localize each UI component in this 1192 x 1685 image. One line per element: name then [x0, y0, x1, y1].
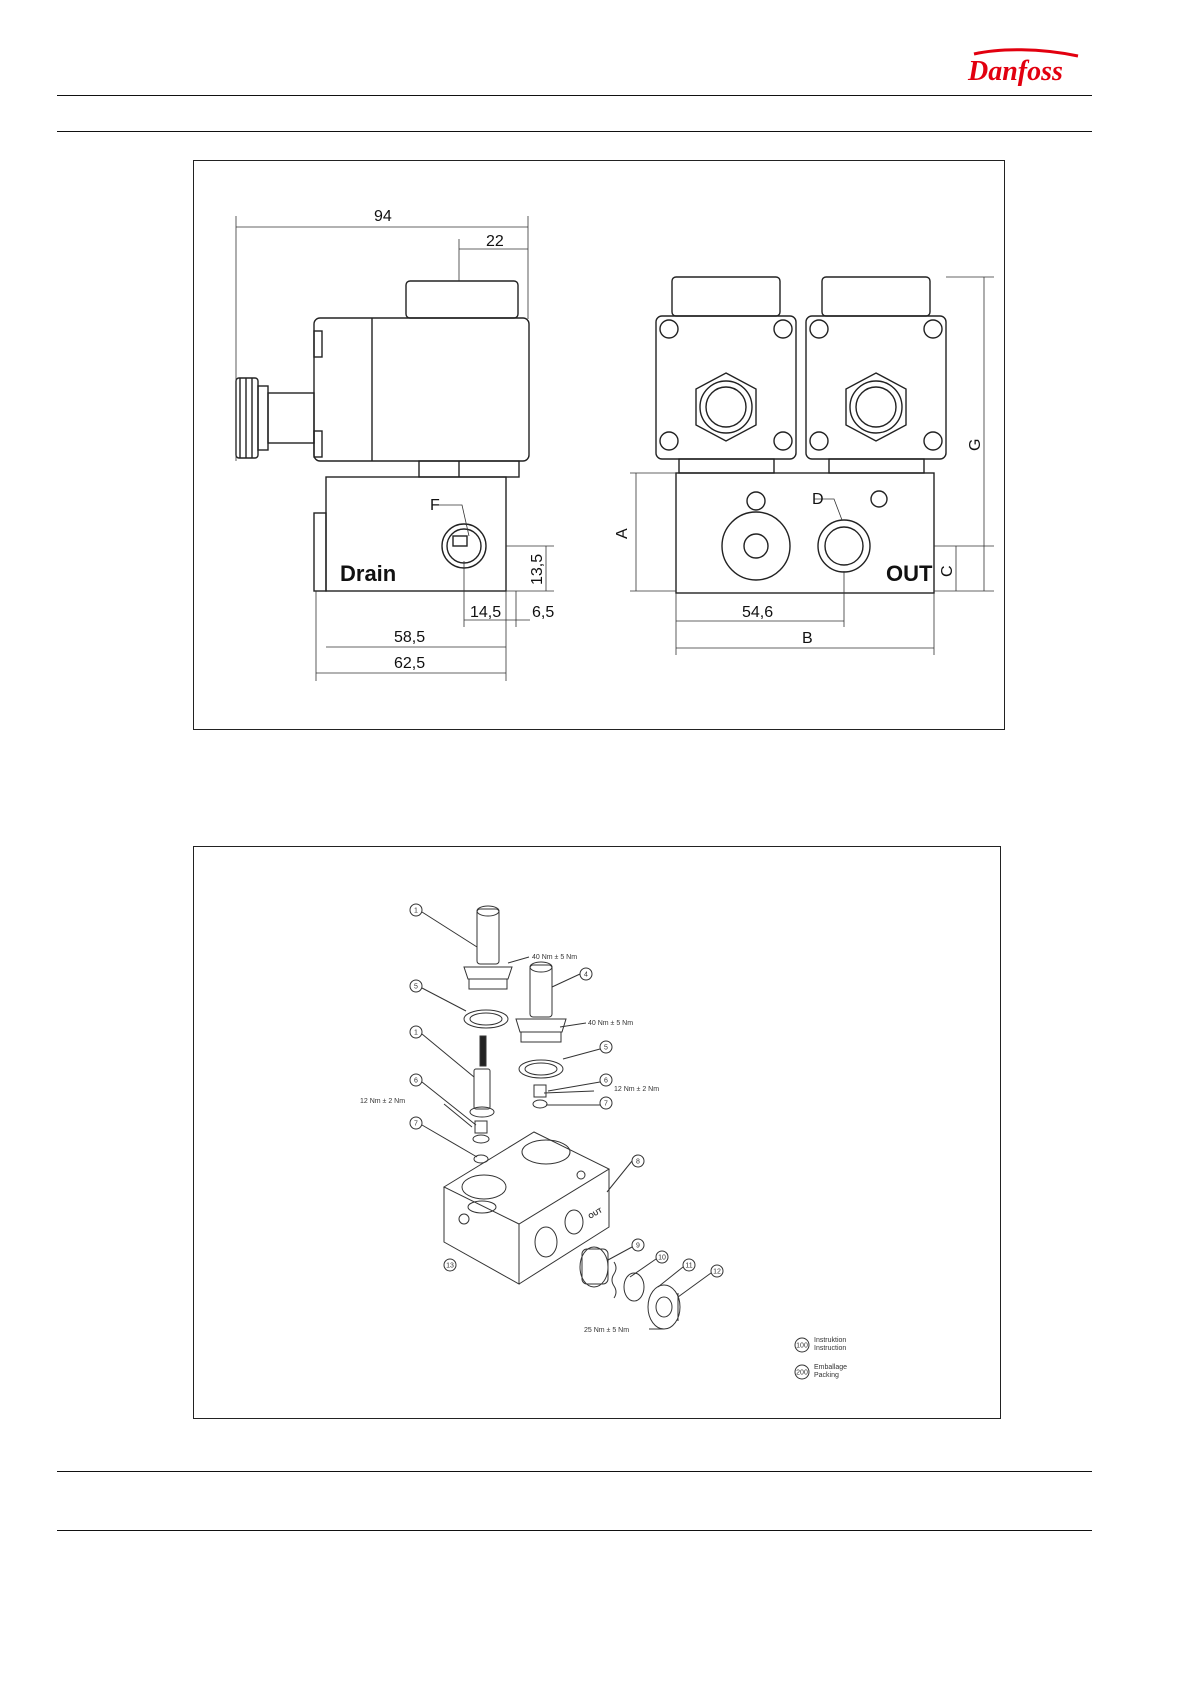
dimension-drawing-svg: 94 22 13,5 14,5 6,5 58,5 62,5 54,6 B A C…	[194, 161, 1006, 731]
dim-94: 94	[374, 208, 392, 225]
callout-5a: 5	[414, 984, 418, 991]
legend-code-200: 200	[796, 1370, 808, 1377]
callout-1a: 1	[414, 908, 418, 915]
dim-6-5: 6,5	[532, 604, 554, 621]
legend-200-line1: Emballage	[814, 1364, 847, 1371]
dim-f: F	[430, 497, 440, 514]
callout-8: 8	[636, 1159, 640, 1166]
callout-1b: 1	[414, 1030, 418, 1037]
callout-13: 13	[446, 1263, 454, 1270]
block-out-label: OUT	[588, 1207, 605, 1221]
footer-rule-bottom	[57, 1530, 1092, 1531]
callout-12: 12	[713, 1269, 721, 1276]
dimension-drawing: 94 22 13,5 14,5 6,5 58,5 62,5 54,6 B A C…	[193, 160, 1005, 730]
header-rule-top	[57, 95, 1092, 96]
header-rule-bottom	[57, 131, 1092, 132]
callout-5b: 5	[604, 1045, 608, 1052]
torque-label-5: 25 Nm ± 5 Nm	[584, 1327, 629, 1334]
torque-label-1: 40 Nm ± 5 Nm	[532, 954, 577, 961]
dim-58-5: 58,5	[394, 629, 425, 646]
torque-label-2: 40 Nm ± 5 Nm	[588, 1020, 633, 1027]
drain-label: Drain	[340, 561, 396, 586]
torque-label-4: 12 Nm ± 2 Nm	[360, 1098, 405, 1105]
danfoss-logo: Danfoss	[960, 46, 1088, 90]
dim-13-5: 13,5	[529, 554, 546, 585]
callout-7a: 7	[414, 1121, 418, 1128]
dim-62-5: 62,5	[394, 655, 425, 672]
legend-200-line2: Packing	[814, 1372, 839, 1379]
callout-9: 9	[636, 1243, 640, 1250]
dim-g: G	[967, 439, 984, 451]
callout-11: 11	[685, 1263, 692, 1270]
dim-14-5: 14,5	[470, 604, 501, 621]
dim-a: A	[614, 528, 631, 539]
callout-7b: 7	[604, 1101, 608, 1108]
callout-6a: 6	[414, 1078, 418, 1085]
brand-wordmark: Danfoss	[967, 56, 1063, 87]
callout-6b: 6	[604, 1078, 608, 1085]
out-label: OUT	[886, 561, 933, 586]
callout-10: 10	[658, 1255, 666, 1262]
legend-code-100: 100	[796, 1343, 808, 1350]
legend-100-line1: Instruktion	[814, 1337, 846, 1344]
dim-54-6: 54,6	[742, 604, 773, 621]
callout-4: 4	[584, 972, 588, 979]
dim-b: B	[802, 630, 813, 647]
exploded-view-svg: 1 5 1 6 7 4 5 6 7 8 9 10 11 12 13 40 Nm …	[194, 847, 1002, 1420]
exploded-view-drawing: 1 5 1 6 7 4 5 6 7 8 9 10 11 12 13 40 Nm …	[193, 846, 1001, 1419]
footer-rule-top	[57, 1471, 1092, 1472]
dim-22: 22	[486, 233, 504, 250]
coil-housing-left	[314, 318, 529, 461]
legend-100-line2: Instruction	[814, 1345, 846, 1352]
dim-c: C	[939, 565, 956, 577]
dim-d: D	[812, 491, 824, 508]
torque-label-3: 12 Nm ± 2 Nm	[614, 1086, 659, 1093]
